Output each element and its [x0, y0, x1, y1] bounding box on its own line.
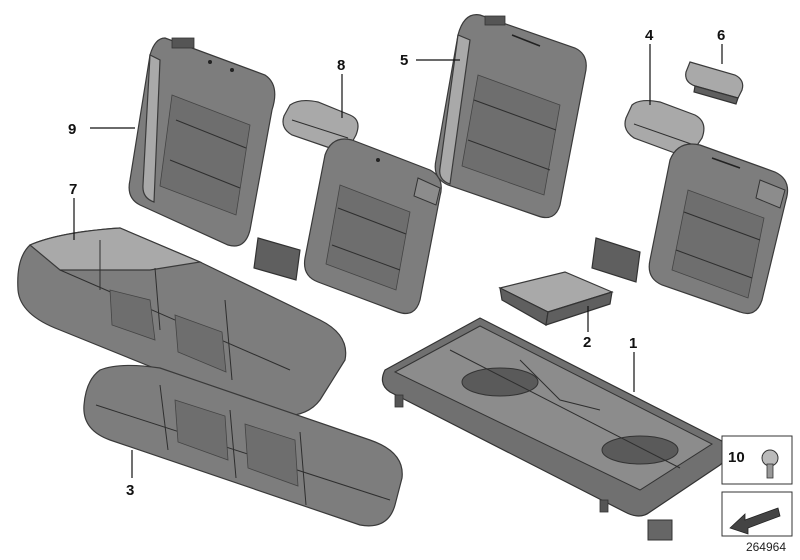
part-label-6: 6: [717, 27, 725, 44]
reference-number: 264964: [745, 540, 786, 554]
part-7-seat-cushion[interactable]: [17, 227, 347, 417]
part-label-2: 2: [583, 334, 591, 351]
part-8-center-backrest[interactable]: [253, 138, 442, 315]
part-2-cover-plate[interactable]: [498, 271, 614, 326]
part-5-backrest[interactable]: [434, 14, 587, 219]
part-label-3: 3: [126, 482, 134, 499]
part-6-cover[interactable]: [685, 61, 744, 105]
part-9-left-backrest[interactable]: [128, 37, 276, 247]
part-label-8: 8: [337, 57, 345, 74]
part-label-5: 5: [400, 52, 408, 69]
part-4-right-backrest[interactable]: [591, 143, 789, 315]
part-label-9: 9: [68, 121, 76, 138]
part-1-seat-frame[interactable]: [381, 317, 730, 541]
part-10-screw-box[interactable]: [721, 435, 793, 485]
part-label-4: 4: [645, 27, 654, 44]
part-3-seat-base[interactable]: [83, 364, 403, 527]
direction-arrow-box: [721, 491, 793, 537]
part-label-10: 10: [728, 449, 745, 466]
part-label-7: 7: [69, 181, 77, 198]
part-label-1: 1: [629, 335, 637, 352]
